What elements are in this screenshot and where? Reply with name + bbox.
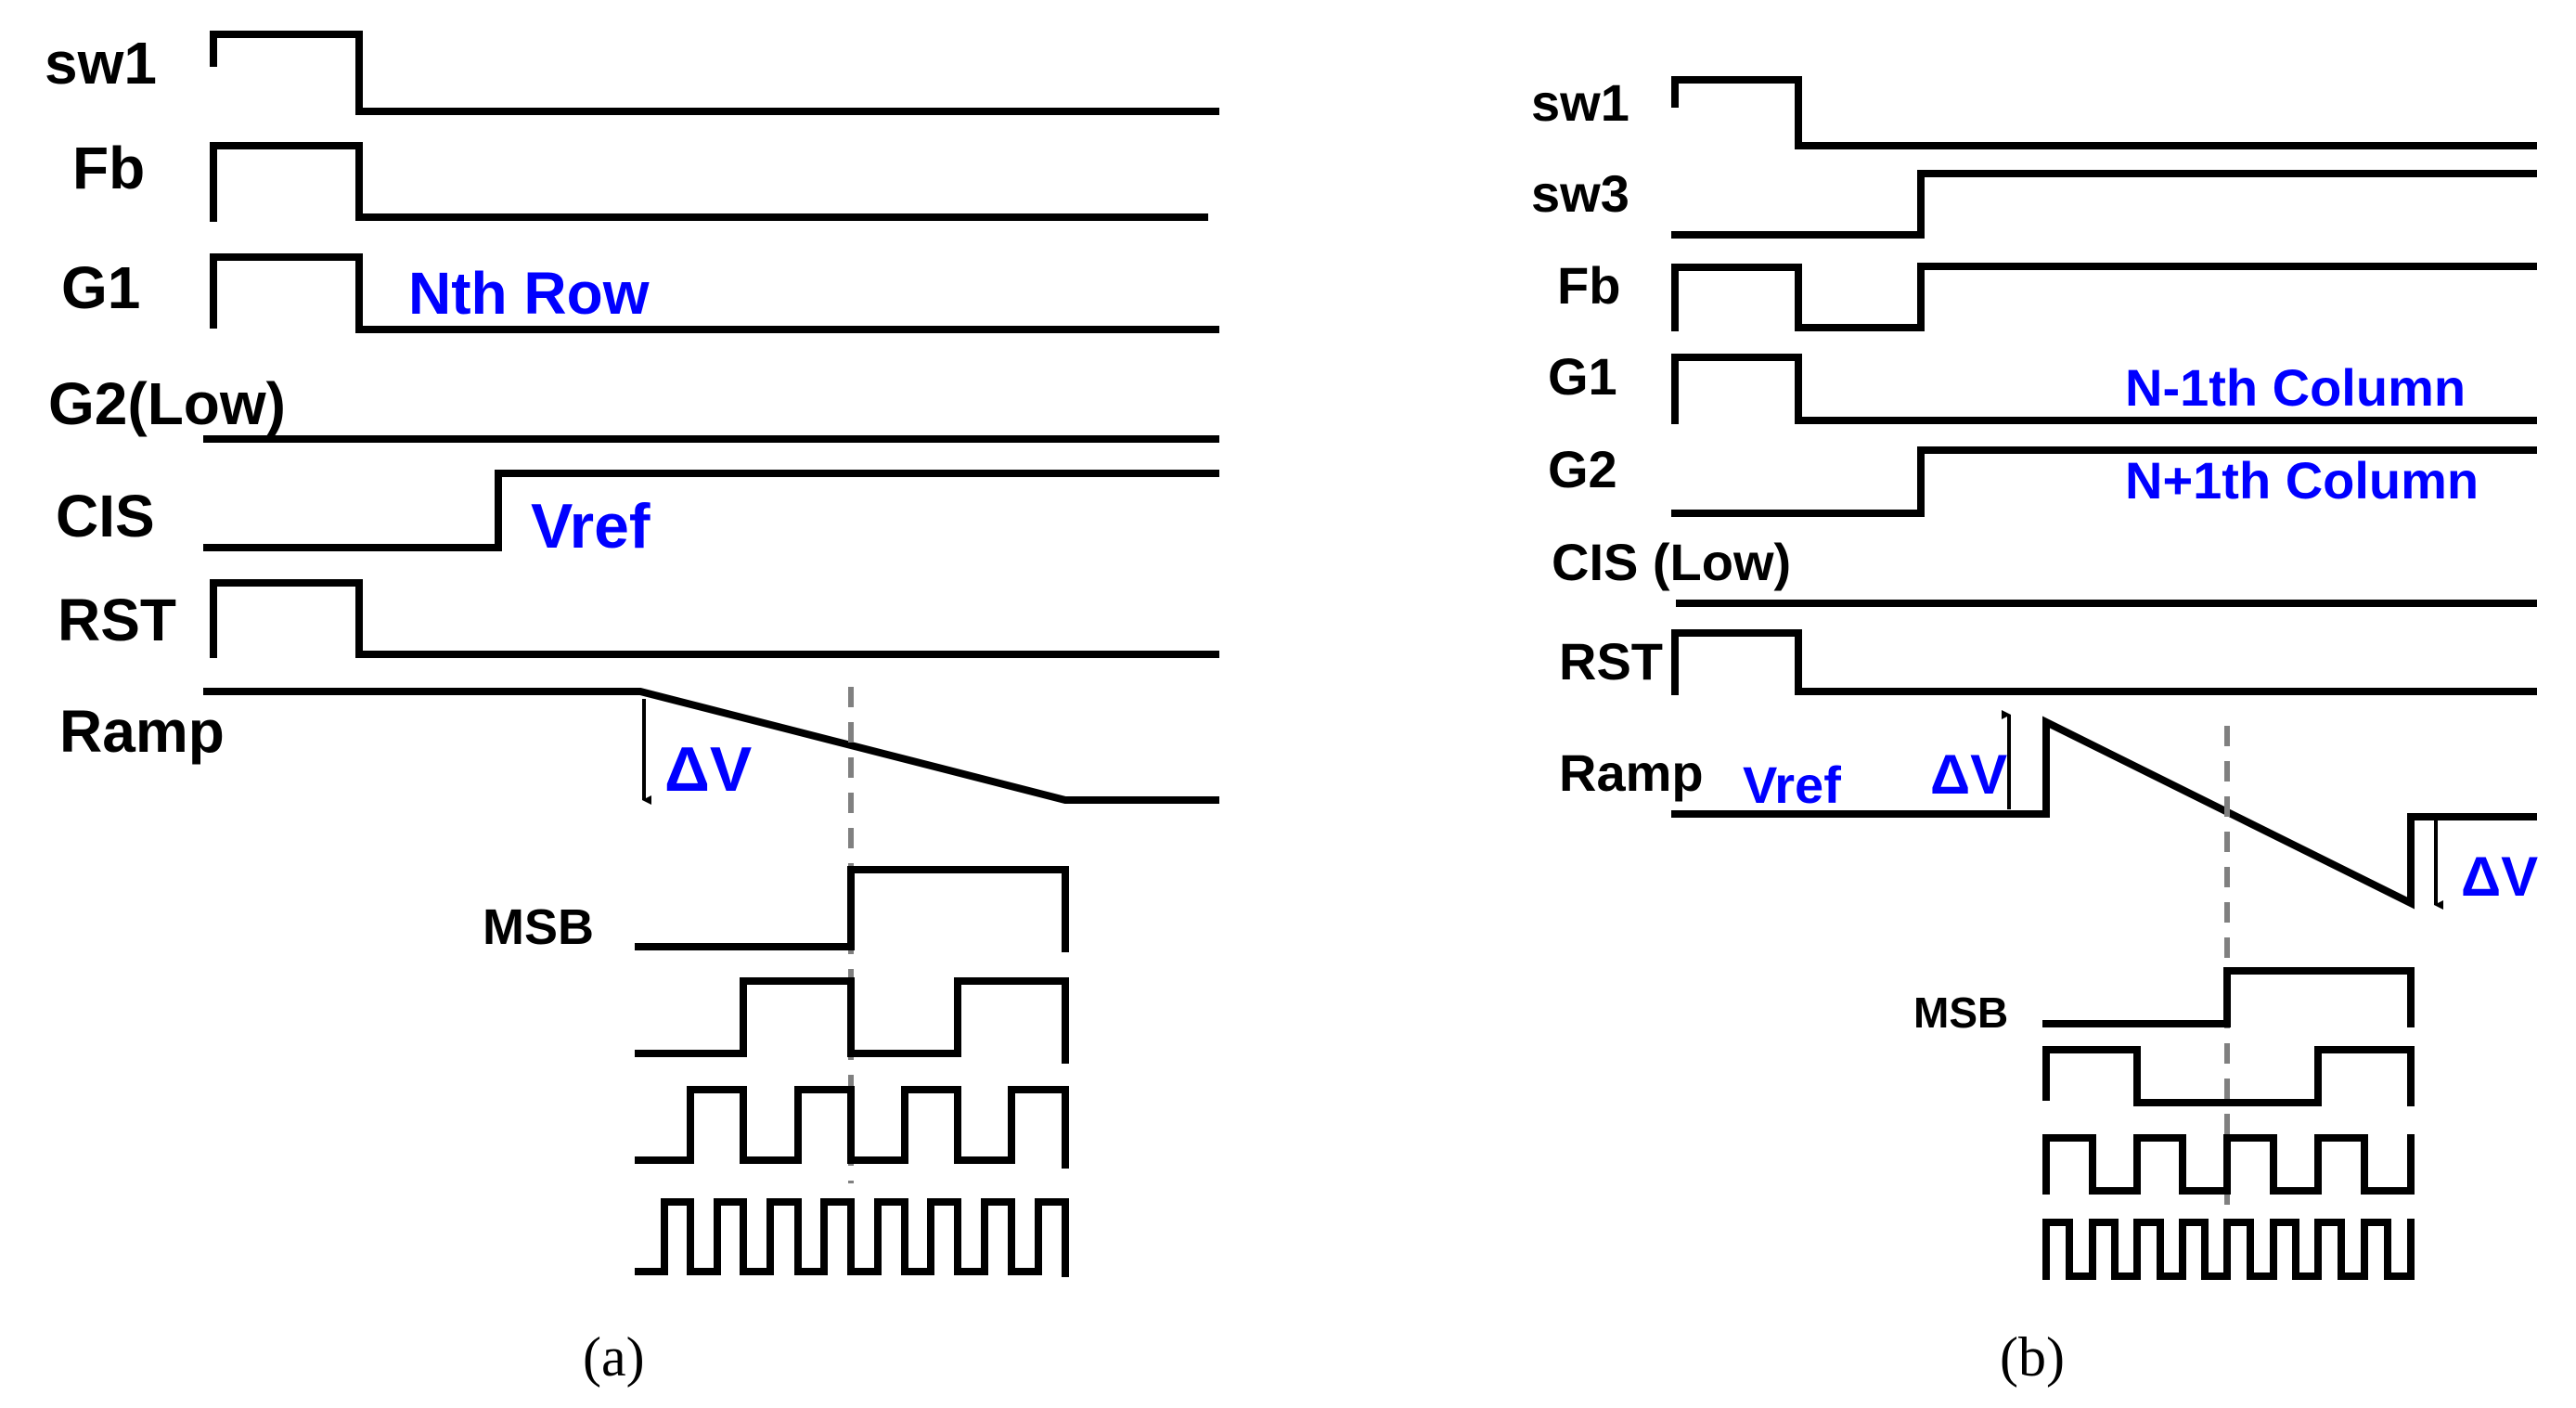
caption-a: (a) xyxy=(583,1326,645,1388)
wave-g1-b xyxy=(1671,354,2537,424)
label-msb-b: MSB xyxy=(1913,988,2008,1037)
label-rst-b: RST xyxy=(1559,632,1663,691)
panel-a: sw1 Fb G1 G2(Low) CIS RST Ramp Nth Row V… xyxy=(45,30,1219,1388)
counter-bit1-a xyxy=(635,1086,1069,1169)
counter-lsb-a xyxy=(635,1198,1069,1277)
counter-bit2-b xyxy=(2042,1046,2415,1106)
wave-fb-a xyxy=(210,142,1208,222)
counter-lsb-b xyxy=(2042,1219,2415,1280)
panel-b: sw1 sw3 Fb G1 G2 CIS (Low) RST Ramp N-1t… xyxy=(1531,73,2538,1388)
annotation-delta-v-a: ΔV xyxy=(664,734,752,805)
wave-sw3-b xyxy=(1671,170,2537,239)
label-sw3-b: sw3 xyxy=(1531,164,1629,223)
label-ramp-a: Ramp xyxy=(59,698,225,765)
label-ramp-b: Ramp xyxy=(1559,743,1704,802)
wave-ramp-a xyxy=(203,688,1219,804)
annotation-nth-row: Nth Row xyxy=(408,260,650,327)
label-fb-a: Fb xyxy=(72,135,145,201)
wave-fb-b xyxy=(1671,263,2537,331)
annotation-n+1th-column: N+1th Column xyxy=(2125,451,2479,510)
wave-rst-b xyxy=(1671,629,2537,695)
wave-g1-a xyxy=(210,253,1219,333)
counter-msb-a xyxy=(635,866,1069,952)
label-rst-a: RST xyxy=(58,587,176,653)
label-fb-b: Fb xyxy=(1557,256,1620,315)
label-g2-a: G2(Low) xyxy=(48,370,286,437)
counter-bit2-a xyxy=(635,977,1069,1064)
label-cis-a: CIS xyxy=(56,483,155,549)
label-g2-b: G2 xyxy=(1548,440,1617,498)
annotation-n-1th-column: N-1th Column xyxy=(2125,358,2466,417)
wave-sw1-a xyxy=(210,31,1219,115)
annotation-vref-b: Vref xyxy=(1743,756,1841,814)
annotation-vref-a: Vref xyxy=(531,491,650,562)
wave-g2-b xyxy=(1671,446,2537,517)
wave-cis-a xyxy=(203,470,1219,551)
counter-bit1-b xyxy=(2042,1134,2415,1195)
label-g1-b: G1 xyxy=(1548,347,1617,406)
label-sw1-b: sw1 xyxy=(1531,73,1629,132)
annotation-delta-v-up-b: ΔV xyxy=(1930,743,2007,806)
label-sw1-a: sw1 xyxy=(45,30,157,97)
label-msb-a: MSB xyxy=(483,899,594,955)
wave-sw1-b xyxy=(1671,76,2537,149)
counter-msb-b xyxy=(2042,967,2415,1027)
label-cis-b: CIS (Low) xyxy=(1552,533,1791,591)
wave-rst-a xyxy=(210,579,1219,658)
annotation-delta-v-down-b: ΔV xyxy=(2461,846,2538,908)
caption-b: (b) xyxy=(2000,1326,2065,1388)
label-g1-a: G1 xyxy=(61,254,140,321)
